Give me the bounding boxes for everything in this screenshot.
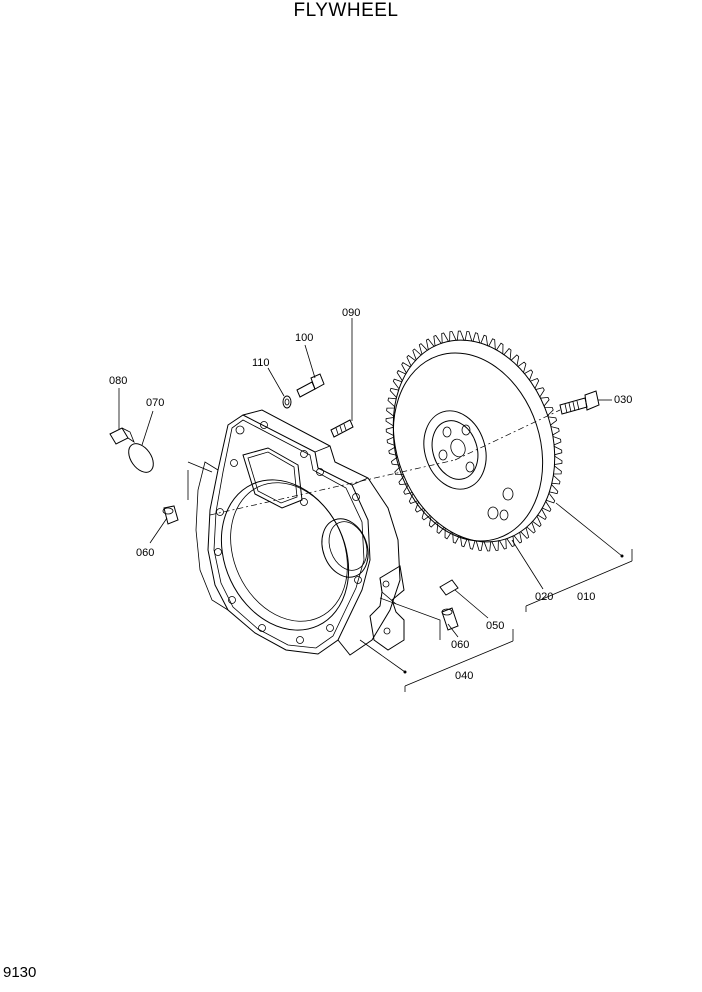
callout-090: 090 xyxy=(342,307,360,319)
callout-020: 020 xyxy=(535,591,553,603)
callout-080: 080 xyxy=(109,375,127,387)
dowel-050-part xyxy=(439,579,459,596)
callout-010: 010 xyxy=(577,591,595,603)
flywheel-part xyxy=(385,330,563,552)
callout-100: 100 xyxy=(295,332,313,344)
stud-090-part xyxy=(330,419,354,438)
assembly-center-lines xyxy=(187,409,561,640)
callout-110: 110 xyxy=(252,357,270,369)
bolt-100-part xyxy=(296,373,325,398)
callout-060-left: 060 xyxy=(136,547,154,559)
flywheel-housing-part xyxy=(195,409,405,656)
callout-leaders xyxy=(118,318,633,692)
callout-050: 050 xyxy=(486,620,504,632)
callout-060-right: 060 xyxy=(451,639,469,651)
page-number: 9130 xyxy=(3,964,37,981)
bolt-030-part xyxy=(559,390,600,415)
plug-080-part xyxy=(109,427,135,445)
page-title: FLYWHEEL xyxy=(293,0,399,21)
pin-060-part xyxy=(162,505,459,631)
cover-070-part xyxy=(128,443,154,473)
callout-070: 070 xyxy=(146,397,164,409)
callout-030: 030 xyxy=(614,394,632,406)
callout-labels: 080 070 110 100 090 030 060 060 050 040 … xyxy=(109,307,632,682)
callout-040: 040 xyxy=(455,670,473,682)
washer-110-part xyxy=(282,395,292,409)
